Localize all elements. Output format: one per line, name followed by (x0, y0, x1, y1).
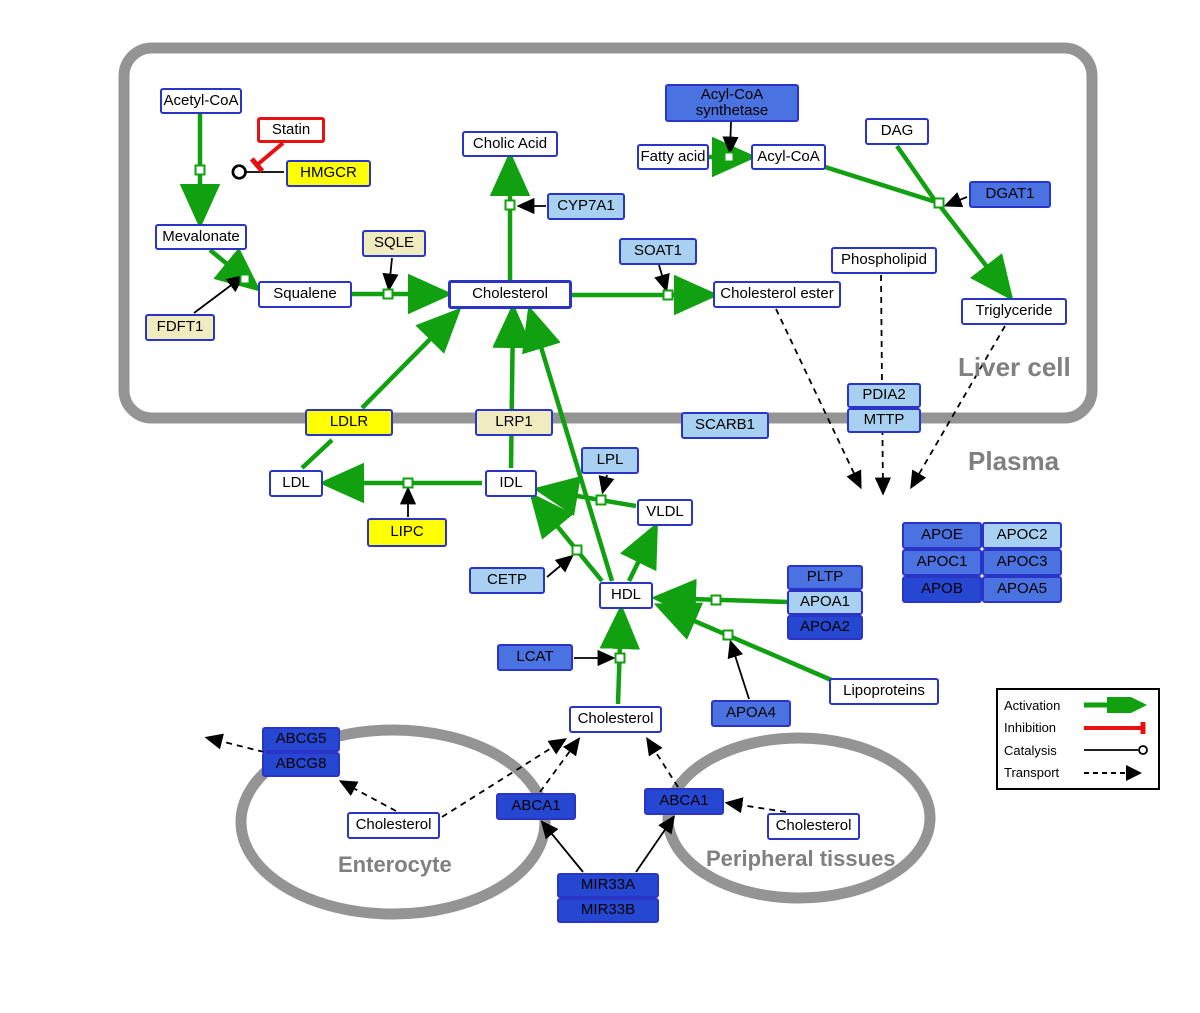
node-hmgcr[interactable]: HMGCR (286, 160, 371, 187)
enterocyte-label: Enterocyte (338, 852, 452, 877)
transport-edges (204, 274, 1006, 818)
node-soat1[interactable]: SOAT1 (619, 238, 697, 265)
node-dgat1[interactable]: DGAT1 (969, 181, 1051, 208)
node-abcg8[interactable]: ABCG8 (262, 752, 340, 777)
node-acetyl-coa[interactable]: Acetyl-CoA (160, 88, 242, 114)
node-scarb1[interactable]: SCARB1 (681, 412, 769, 439)
node-abca1-peripheral[interactable]: ABCA1 (644, 788, 724, 815)
legend-catalysis-label: Catalysis (1004, 742, 1057, 758)
node-apoa5[interactable]: APOA5 (982, 576, 1062, 603)
node-apoa2[interactable]: APOA2 (787, 615, 863, 640)
node-apoc2[interactable]: APOC2 (982, 522, 1062, 549)
node-sqle[interactable]: SQLE (362, 230, 426, 257)
reaction-nodes (194, 151, 945, 664)
inhibition-bar-icon (1084, 721, 1146, 734)
node-cholesterol-enterocyte[interactable]: Cholesterol (347, 812, 440, 839)
legend-activation-label: Activation (1004, 697, 1061, 713)
transport-arrow-icon (1084, 764, 1142, 781)
node-vldl[interactable]: VLDL (637, 499, 693, 526)
node-lcat[interactable]: LCAT (497, 644, 573, 671)
liver-cell-membrane (118, 42, 1098, 424)
node-triglyceride[interactable]: Triglyceride (961, 298, 1067, 325)
node-mir33a[interactable]: MIR33A (557, 873, 659, 898)
node-apoc3[interactable]: APOC3 (982, 549, 1062, 576)
node-statin[interactable]: Statin (257, 117, 325, 143)
node-phospholipid[interactable]: Phospholipid (831, 247, 937, 274)
legend-inhibition-label: Inhibition (1004, 720, 1057, 736)
node-apob[interactable]: APOB (902, 576, 982, 603)
node-lrp1[interactable]: LRP1 (475, 409, 553, 436)
liver-cell-label: Liver cell (958, 352, 1071, 382)
inhibition-edge (249, 141, 285, 173)
node-fdft1[interactable]: FDFT1 (145, 314, 215, 341)
node-apoc1[interactable]: APOC1 (902, 549, 982, 576)
node-squalene[interactable]: Squalene (258, 281, 352, 308)
node-cholesterol-liver[interactable]: Cholesterol (448, 280, 572, 309)
node-apoa4[interactable]: APOA4 (711, 700, 791, 727)
node-apoe[interactable]: APOE (902, 522, 982, 549)
node-fatty-acid[interactable]: Fatty acid (637, 144, 709, 170)
catalysis-circle-icon (1084, 745, 1148, 756)
node-hdl[interactable]: HDL (599, 582, 653, 609)
node-lipoproteins[interactable]: Lipoproteins (829, 678, 939, 705)
node-lpl[interactable]: LPL (581, 447, 639, 474)
plasma-label: Plasma (968, 446, 1060, 476)
node-cholesterol-ester[interactable]: Cholesterol ester (713, 281, 841, 308)
catalysis-edges (193, 121, 968, 873)
node-acyl-coa[interactable]: Acyl-CoA (751, 144, 826, 170)
node-abcg5[interactable]: ABCG5 (262, 727, 340, 752)
node-ldlr[interactable]: LDLR (305, 409, 393, 436)
node-apoa1[interactable]: APOA1 (787, 590, 863, 615)
activation-arrow-icon (1084, 697, 1147, 713)
node-mevalonate[interactable]: Mevalonate (155, 224, 247, 250)
node-mir33b[interactable]: MIR33B (557, 898, 659, 923)
node-cyp7a1[interactable]: CYP7A1 (547, 193, 625, 220)
legend-inhibition: Inhibition (1004, 718, 1152, 738)
node-pdia2[interactable]: PDIA2 (847, 383, 921, 408)
node-ldl[interactable]: LDL (269, 470, 323, 497)
legend-catalysis: Catalysis (1004, 740, 1152, 760)
node-lipc[interactable]: LIPC (367, 518, 447, 547)
legend-activation: Activation (1004, 695, 1152, 715)
node-dag[interactable]: DAG (865, 118, 929, 145)
node-cholesterol-plasma[interactable]: Cholesterol (569, 706, 662, 733)
legend: Activation Inhibition Catalysis Transpor… (996, 688, 1160, 790)
legend-transport-label: Transport (1004, 765, 1060, 781)
node-cetp[interactable]: CETP (469, 567, 545, 594)
node-cholesterol-peripheral[interactable]: Cholesterol (767, 813, 860, 840)
legend-transport: Transport (1004, 763, 1152, 783)
peripheral-tissues-label: Peripheral tissues (706, 846, 896, 871)
node-pltp[interactable]: PLTP (787, 565, 863, 590)
node-idl[interactable]: IDL (485, 470, 537, 497)
node-abca1-enterocyte[interactable]: ABCA1 (496, 793, 576, 820)
node-mttp[interactable]: MTTP (847, 408, 921, 433)
node-cholic-acid[interactable]: Cholic Acid (462, 131, 558, 157)
node-acyl-coa-synthetase[interactable]: Acyl-CoA synthetase (665, 84, 799, 122)
